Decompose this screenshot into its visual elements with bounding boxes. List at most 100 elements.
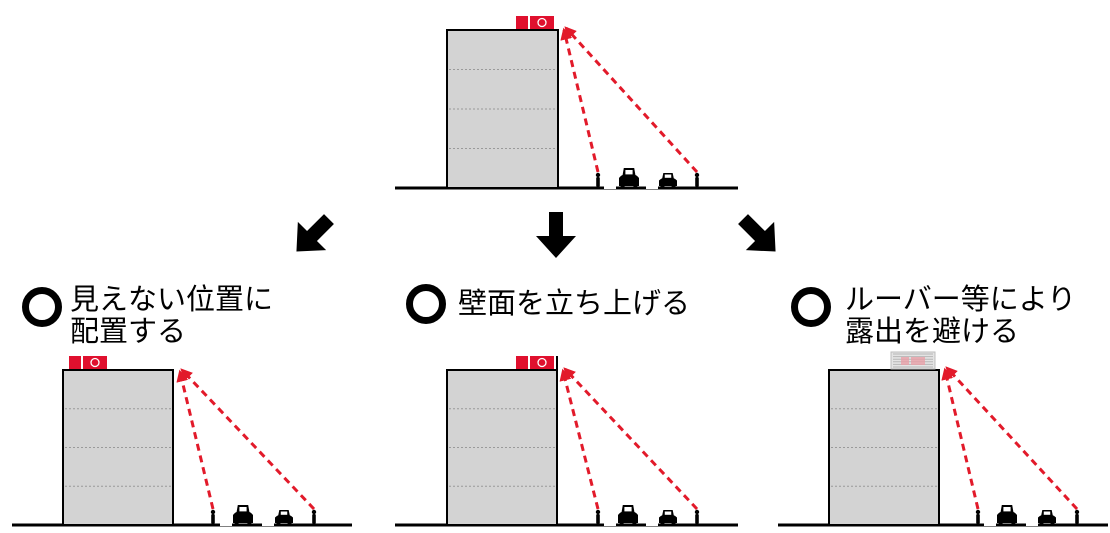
car-icon [659,510,677,525]
pedestrian-head [1074,509,1080,515]
scene-hidden-position [12,356,352,527]
option-caption-louver-screen: ルーバー等により 露出を避ける [845,283,1076,347]
car-wheel [287,521,292,525]
car-body [659,510,677,523]
car-icon [619,168,639,188]
pedestrian-head [975,509,981,515]
arrow-shape [738,214,776,252]
option-marker-circle-raised-parapet [406,284,446,324]
car-icon [1038,510,1056,525]
car-wheel [619,521,624,525]
pedestrian-icon [694,172,700,187]
car-window [280,511,288,515]
car-wheel [1050,521,1055,525]
car-body [275,510,293,523]
pedestrian-head [694,172,700,178]
sightline-arrow [559,368,600,510]
arrow-down-left-icon [296,214,334,252]
option-caption-hidden-position: 見えない位置に 配置する [70,283,273,347]
car-body [619,168,639,186]
option-caption-line: 配置する [70,314,187,348]
road-marking [646,523,658,526]
car-wheel [620,184,625,188]
pedestrian-body [211,514,215,524]
road-marking [604,186,616,189]
fan-icon [537,357,547,368]
car-window [664,511,672,515]
car-body [233,505,253,523]
rooftop-equipment-icon [516,356,554,369]
sightline-arrow [176,369,215,510]
arrow-shape [536,212,576,258]
pedestrian-icon [595,172,601,187]
pedestrian-head [210,509,216,515]
car-wheel [660,184,665,188]
car-wheel [671,184,676,188]
road-marking [220,523,232,526]
pedestrian-icon [210,509,216,524]
car-wheel [1011,521,1016,525]
option-caption-raised-parapet: 壁面を立ち上げる [458,287,690,319]
car-icon [997,505,1017,525]
road-marking [604,523,616,526]
pedestrian-body [1075,514,1079,524]
sightline-arrow [945,366,1079,511]
car-icon [618,505,638,525]
equipment-fan-unit [83,356,107,369]
car-body [997,505,1017,523]
road-marking [262,523,274,526]
fan-icon [537,17,547,28]
pedestrian-body [596,177,600,187]
pedestrian-icon [595,509,601,524]
pedestrian-body [312,514,316,524]
sightline-arrow [180,368,316,511]
pedestrian-head [311,509,317,515]
rooftop-equipment-icon [516,16,554,29]
car-wheel [660,521,665,525]
car-body [618,505,638,523]
car-wheel [671,521,676,525]
car-window [1043,511,1051,515]
pedestrian-icon [975,509,981,524]
car-icon [275,510,293,525]
road-marking [1026,523,1038,526]
equipment-unit [516,356,528,369]
scene-louver-screen [778,351,1108,527]
car-wheel [998,521,1003,525]
scene-raised-parapet [395,356,738,527]
fan-icon [90,357,100,368]
sightline-arrow [560,27,600,173]
rooftop-equipment-icon [69,356,107,369]
equipment-unit [69,356,81,369]
pedestrian-head [595,172,601,178]
pedestrian-icon [311,509,317,524]
option-caption-line: 見えない位置に [70,282,274,316]
sightline-arrow [941,367,980,510]
equipment-unit [516,16,528,29]
car-wheel [234,521,239,525]
pedestrian-body [695,514,699,524]
pedestrian-body [976,514,980,524]
arrow-down-icon [536,212,576,258]
car-icon [659,173,677,188]
equipment-fan-unit [530,356,554,369]
car-body [1038,510,1056,523]
road-marking [646,186,658,189]
option-caption-line: ルーバー等により [845,282,1077,316]
car-wheel [247,521,252,525]
option-caption-line: 露出を避ける [845,314,1020,348]
car-window [1003,507,1011,512]
car-window [664,174,672,178]
car-window [239,507,247,512]
pedestrian-head [595,509,601,515]
option-caption-line: 壁面を立ち上げる [458,286,691,320]
car-wheel [632,521,637,525]
louver-screen [890,351,936,370]
car-window [625,170,633,175]
pedestrian-icon [694,509,700,524]
sightline-arrow [563,367,699,511]
pedestrian-head [694,509,700,515]
option-marker-circle-hidden-position [22,287,62,327]
